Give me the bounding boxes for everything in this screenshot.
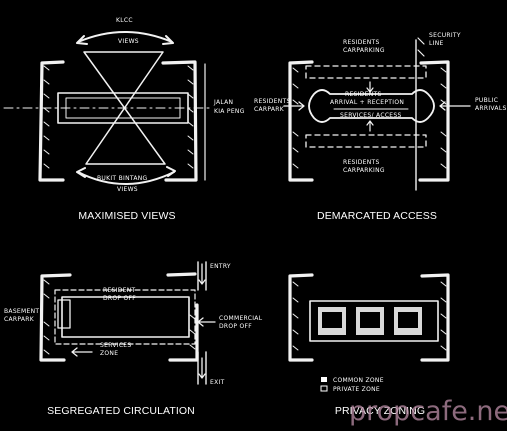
- label-arrivals: ARRIVALS: [475, 105, 507, 112]
- panel-maximised-views: KLCC VIEWS JALAN KIA PENG BUKIT BINTANG …: [3, 17, 245, 222]
- basement-ramp: [57, 299, 71, 329]
- label-services: SERVICES: [100, 342, 132, 349]
- security-line-marks: [417, 37, 425, 57]
- label-residents-bottom: RESIDENTS: [343, 159, 380, 166]
- legend-swatch-private: [320, 385, 328, 392]
- building-outline: [61, 296, 190, 338]
- public-arrival-arrow: [439, 101, 471, 111]
- view-arc-top[interactable]: [77, 31, 173, 43]
- panel-segregated-circulation: ENTRY RESIDENT DROP OFF BASEMENT CARPARK…: [4, 261, 263, 417]
- services-arrow: [71, 347, 93, 357]
- label-commercial-drop-off: DROP OFF: [219, 323, 252, 330]
- label-klcc: KLCC: [116, 17, 133, 24]
- private-zone-units: [318, 307, 422, 335]
- carpark-link-bottom: [366, 120, 374, 132]
- view-arc-bottom[interactable]: [77, 171, 175, 185]
- label-resident: RESIDENT: [103, 287, 136, 294]
- label-residents-top: RESIDENTS: [343, 39, 380, 46]
- label-basement: BASEMENT: [4, 308, 39, 315]
- exit-arrow: [198, 357, 206, 379]
- label-views-top: VIEWS: [118, 38, 139, 45]
- label-bukit-bintang: BUKIT BINTANG: [97, 175, 148, 182]
- view-cone: [83, 51, 166, 165]
- entry-road: [197, 261, 207, 291]
- private-unit-core: [398, 312, 418, 328]
- legend-private-zone: PRIVATE ZONE: [333, 386, 380, 393]
- label-carparking-bottom: CARPARKING: [343, 167, 385, 174]
- label-security: SECURITY: [429, 32, 461, 39]
- label-commercial: COMMERCIAL: [219, 315, 263, 322]
- legend-swatch-common: [321, 377, 327, 382]
- carpark-link-top: [366, 81, 374, 93]
- site-boundary: [38, 60, 198, 182]
- label-views-bottom: VIEWS: [117, 186, 138, 193]
- podium-outline: [309, 300, 439, 342]
- dropoff-loop: [54, 289, 196, 345]
- carpark-band-top: [305, 65, 427, 79]
- exit-road: [197, 351, 207, 385]
- private-unit-core: [322, 312, 342, 328]
- view-arc-top-arrowheads: [76, 35, 174, 45]
- label-services-access: SERVICES/ ACCESS: [340, 112, 402, 119]
- panel-privacy-zoning: COMMON ZONE PRIVATE ZONE PRIVACY ZONING: [288, 273, 450, 417]
- label-road-name: KIA PENG: [214, 108, 245, 115]
- site-boundary: [39, 272, 199, 362]
- label-carparking-top: CARPARKING: [343, 47, 385, 54]
- label-residents-left: RESIDENTS: [254, 98, 291, 105]
- commercial-dropoff-arrow: [197, 317, 216, 327]
- label-carpark-left: CARPARK: [254, 106, 285, 113]
- label-entry: ENTRY: [210, 263, 231, 270]
- label-arrival-reception: ARRIVAL + RECEPTION: [330, 99, 404, 106]
- caption-privacy-zoning: PRIVACY ZONING: [335, 405, 425, 417]
- carpark-band-bottom: [305, 134, 427, 148]
- site-boundary-hatch: [43, 279, 196, 355]
- label-drop-off: DROP OFF: [103, 295, 136, 302]
- label-jalan: JALAN: [213, 99, 233, 106]
- arrival-spine: [308, 89, 435, 123]
- view-arc-bottom-arrowheads: [76, 166, 176, 178]
- caption-demarcated-access: DEMARCATED ACCESS: [317, 210, 437, 222]
- site-boundary-hatch: [43, 65, 194, 169]
- label-public: PUBLIC: [475, 97, 498, 104]
- caption-segregated-circulation: SEGREGATED CIRCULATION: [47, 405, 195, 417]
- label-carpark: CARPARK: [4, 316, 35, 323]
- site-boundary-hatch: [292, 281, 447, 351]
- label-zone: ZONE: [100, 350, 118, 357]
- entry-arrow: [198, 263, 206, 285]
- site-boundary: [288, 273, 450, 362]
- panel-demarcated-access: SECURITY LINE RESIDENTS CARPARKING RESID…: [254, 32, 507, 222]
- private-unit-core: [360, 312, 380, 328]
- label-line: LINE: [429, 40, 444, 47]
- legend-common-zone: COMMON ZONE: [333, 377, 384, 384]
- label-residents-arrival: RESIDENTS: [345, 91, 382, 98]
- watermark: propcafe.net: [349, 396, 507, 427]
- label-exit: EXIT: [210, 379, 225, 386]
- site-boundary: [288, 60, 450, 182]
- caption-maximised-views: MAXIMISED VIEWS: [78, 210, 175, 222]
- resident-carpark-arrow: [283, 101, 305, 111]
- site-boundary-hatch: [292, 67, 447, 169]
